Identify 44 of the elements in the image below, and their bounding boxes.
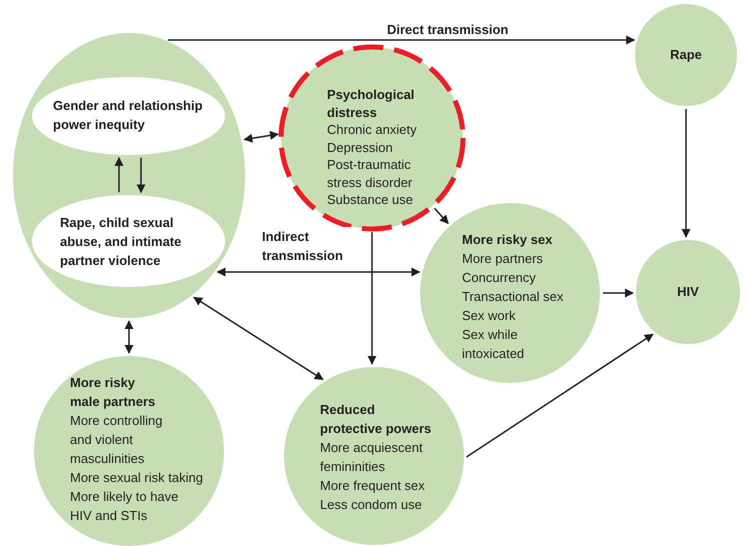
node-label: Rape, child sexual abuse, and intimate partner violence bbox=[60, 214, 182, 270]
node-item: Substance use bbox=[327, 191, 414, 208]
inner-ellipse-node bbox=[32, 195, 225, 287]
arrow bbox=[136, 158, 146, 194]
node-item: More acquiescent femininities bbox=[320, 439, 424, 476]
arrow bbox=[603, 288, 634, 298]
node-item: Depression bbox=[327, 138, 394, 156]
node-item: Transactional sex bbox=[462, 288, 564, 306]
ellipse-node bbox=[636, 240, 740, 344]
ellipse-node bbox=[420, 203, 600, 383]
arrow bbox=[114, 156, 124, 192]
arrow bbox=[682, 109, 690, 238]
node-item: More likely to have HIV and STIs bbox=[70, 488, 180, 525]
arrow bbox=[466, 334, 654, 458]
node-item: Chronic anxiety bbox=[327, 121, 418, 138]
node-item: More frequent sex bbox=[320, 477, 426, 495]
ellipse-node bbox=[635, 4, 737, 106]
arrow bbox=[243, 130, 279, 143]
node-label: HIV bbox=[676, 283, 700, 301]
inner-ellipse-node bbox=[32, 77, 225, 155]
ellipse-node bbox=[284, 367, 464, 545]
arrow bbox=[168, 36, 636, 44]
node-item: Less condom use bbox=[320, 496, 423, 514]
arrow bbox=[193, 296, 324, 380]
node-item: More partners bbox=[462, 250, 544, 268]
ellipse-node bbox=[281, 47, 463, 229]
node-label: Rape bbox=[669, 46, 703, 64]
arrow bbox=[434, 208, 449, 224]
node-label: Gender and relationship power inequity bbox=[53, 97, 204, 134]
arrow bbox=[368, 232, 376, 365]
node-item: Sex work bbox=[462, 307, 516, 325]
node-item: More sexual risk taking bbox=[70, 469, 204, 487]
node-heading: More risky male partners bbox=[70, 374, 156, 411]
node-item: More controlling and violent masculinities bbox=[70, 412, 164, 468]
ellipse-node bbox=[13, 33, 245, 318]
node-heading: Psychological distress bbox=[327, 86, 416, 121]
node-heading: Reduced protective powers bbox=[320, 401, 432, 438]
node-heading: More risky sex bbox=[462, 231, 554, 249]
node-item: Sex while intoxicated bbox=[462, 326, 526, 363]
ellipse-node bbox=[34, 356, 224, 546]
arrow bbox=[124, 320, 134, 354]
node-item: Post-traumatic stress disorder bbox=[327, 156, 414, 191]
arrow bbox=[216, 268, 420, 276]
node-item: Concurrency bbox=[462, 269, 537, 287]
